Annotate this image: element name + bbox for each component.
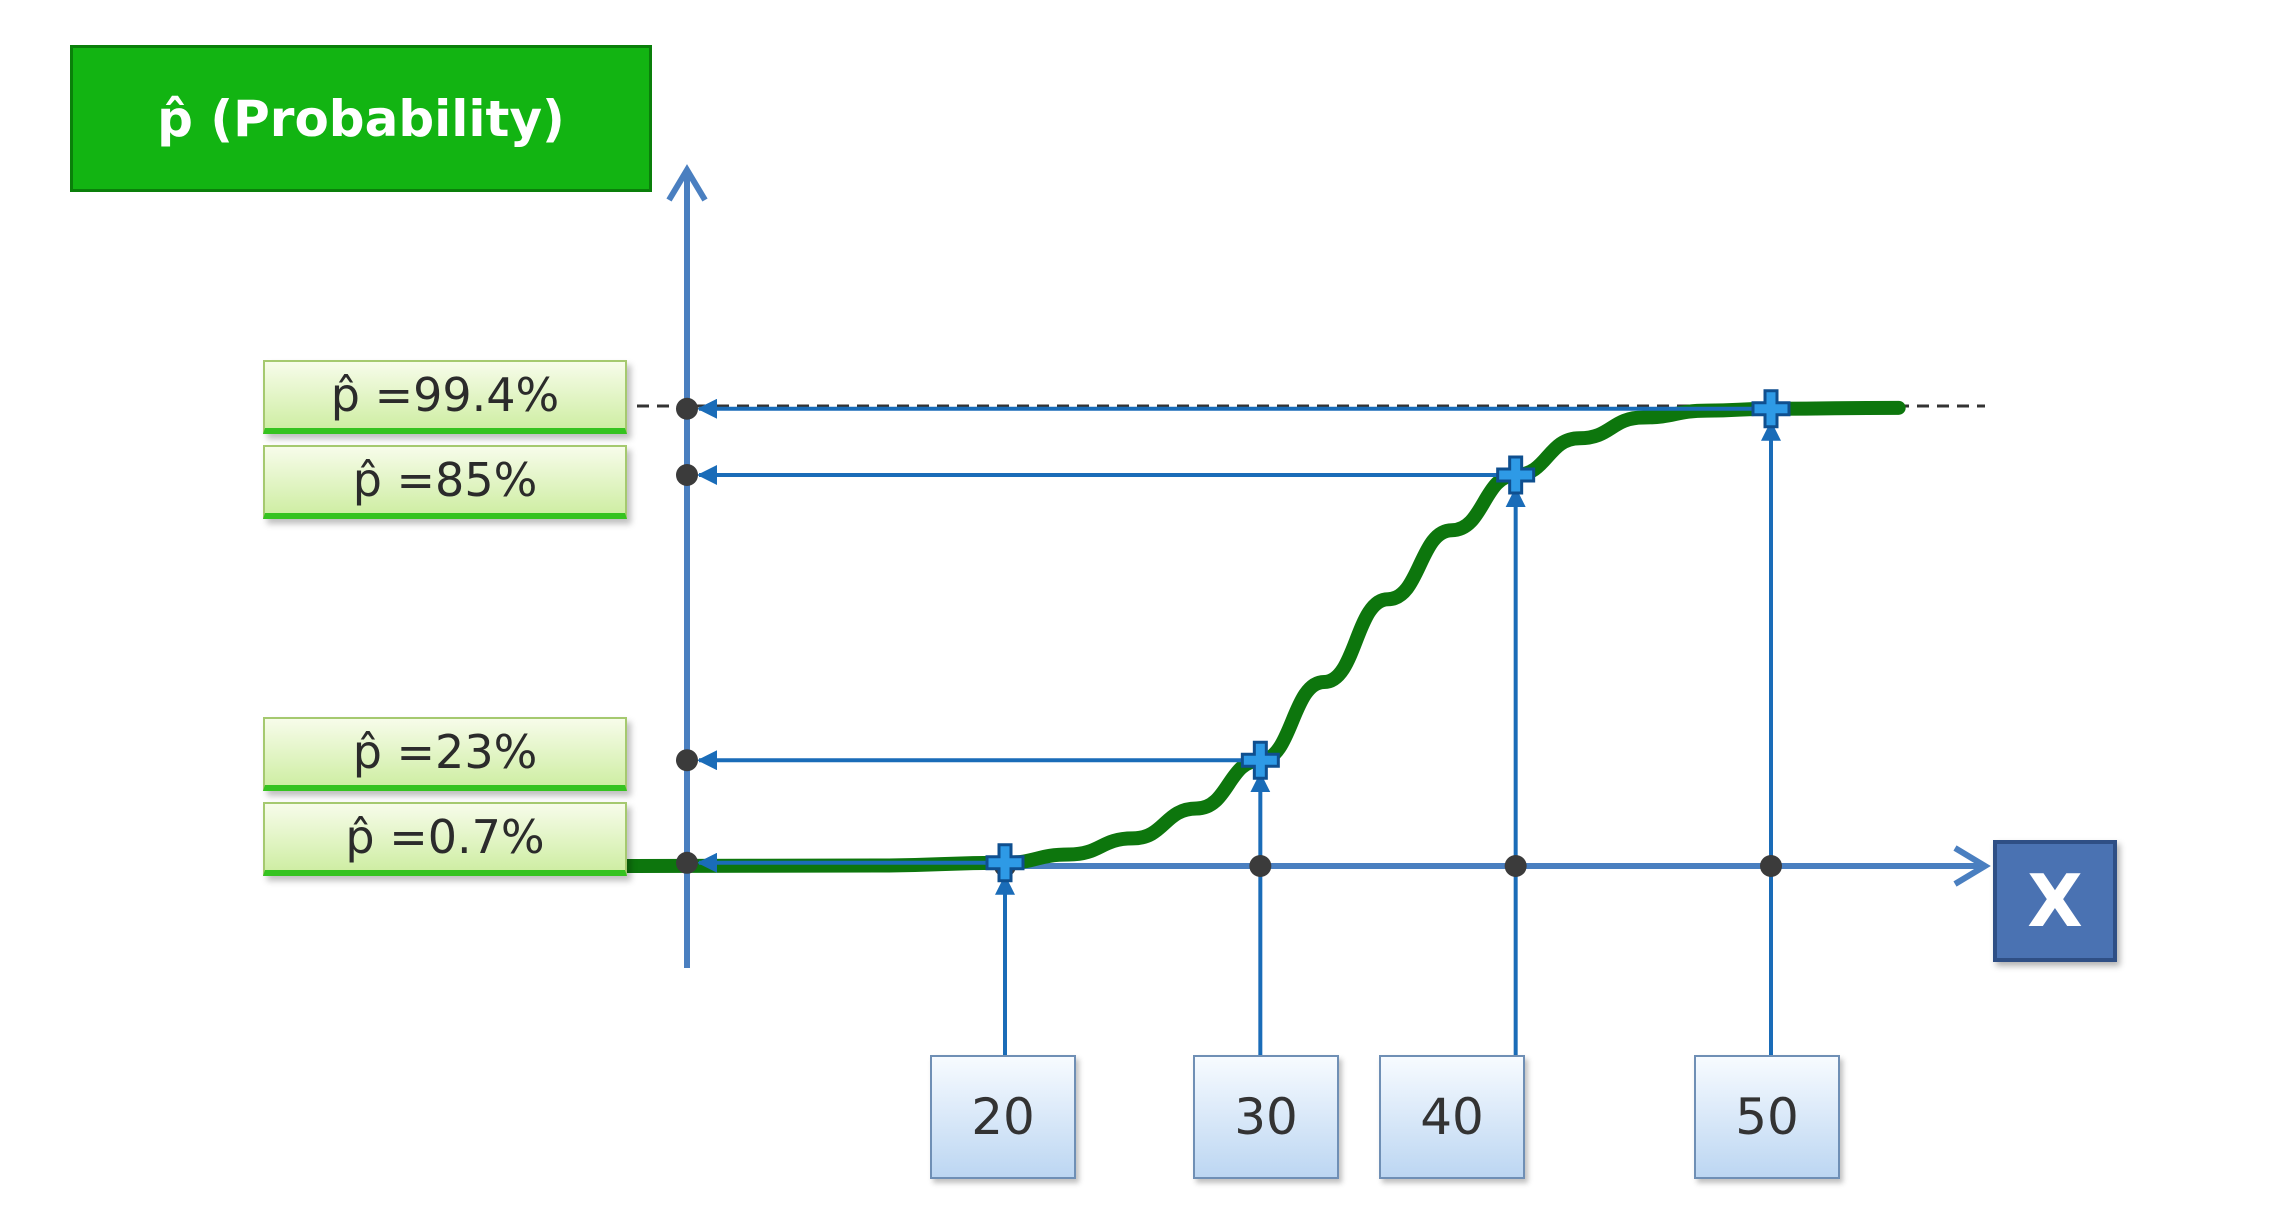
x-value-box-50: 50	[1694, 1055, 1840, 1179]
probability-label-99: p̂ =99.4%	[263, 360, 627, 434]
plus-marker-shape	[985, 843, 1025, 883]
plus-marker-30	[1240, 740, 1280, 780]
x-value-box-20: 20	[930, 1055, 1076, 1179]
y-axis-dot-40	[676, 464, 698, 486]
x-axis-dot-50	[1760, 855, 1782, 877]
probability-label-85: p̂ =85%	[263, 445, 627, 519]
plus-marker-20	[985, 843, 1025, 883]
probability-label-0-7: p̂ =0.7%	[263, 802, 627, 876]
x-axis-label: X	[1993, 840, 2117, 962]
y-axis-arrowhead	[666, 164, 708, 202]
y-axis-dot-50	[676, 397, 698, 420]
x-value-box-30: 30	[1193, 1055, 1339, 1179]
probability-label-23: p̂ =23%	[263, 717, 627, 791]
x-axis-dot-30	[1249, 855, 1272, 877]
y-axis-dot-20	[676, 851, 698, 874]
x-axis-arrowhead	[1953, 845, 1991, 887]
plus-marker-shape	[1240, 740, 1280, 780]
y-axis-dot-30	[676, 749, 698, 772]
x-axis-dot-40	[1504, 855, 1527, 877]
x-value-box-40: 40	[1379, 1055, 1525, 1179]
y-axis-title: p̂ (Probability)	[70, 45, 652, 192]
plus-marker-40	[1496, 455, 1536, 495]
plus-marker-50	[1751, 389, 1791, 429]
plus-marker-shape	[1496, 455, 1536, 495]
plus-marker-shape	[1751, 389, 1791, 429]
